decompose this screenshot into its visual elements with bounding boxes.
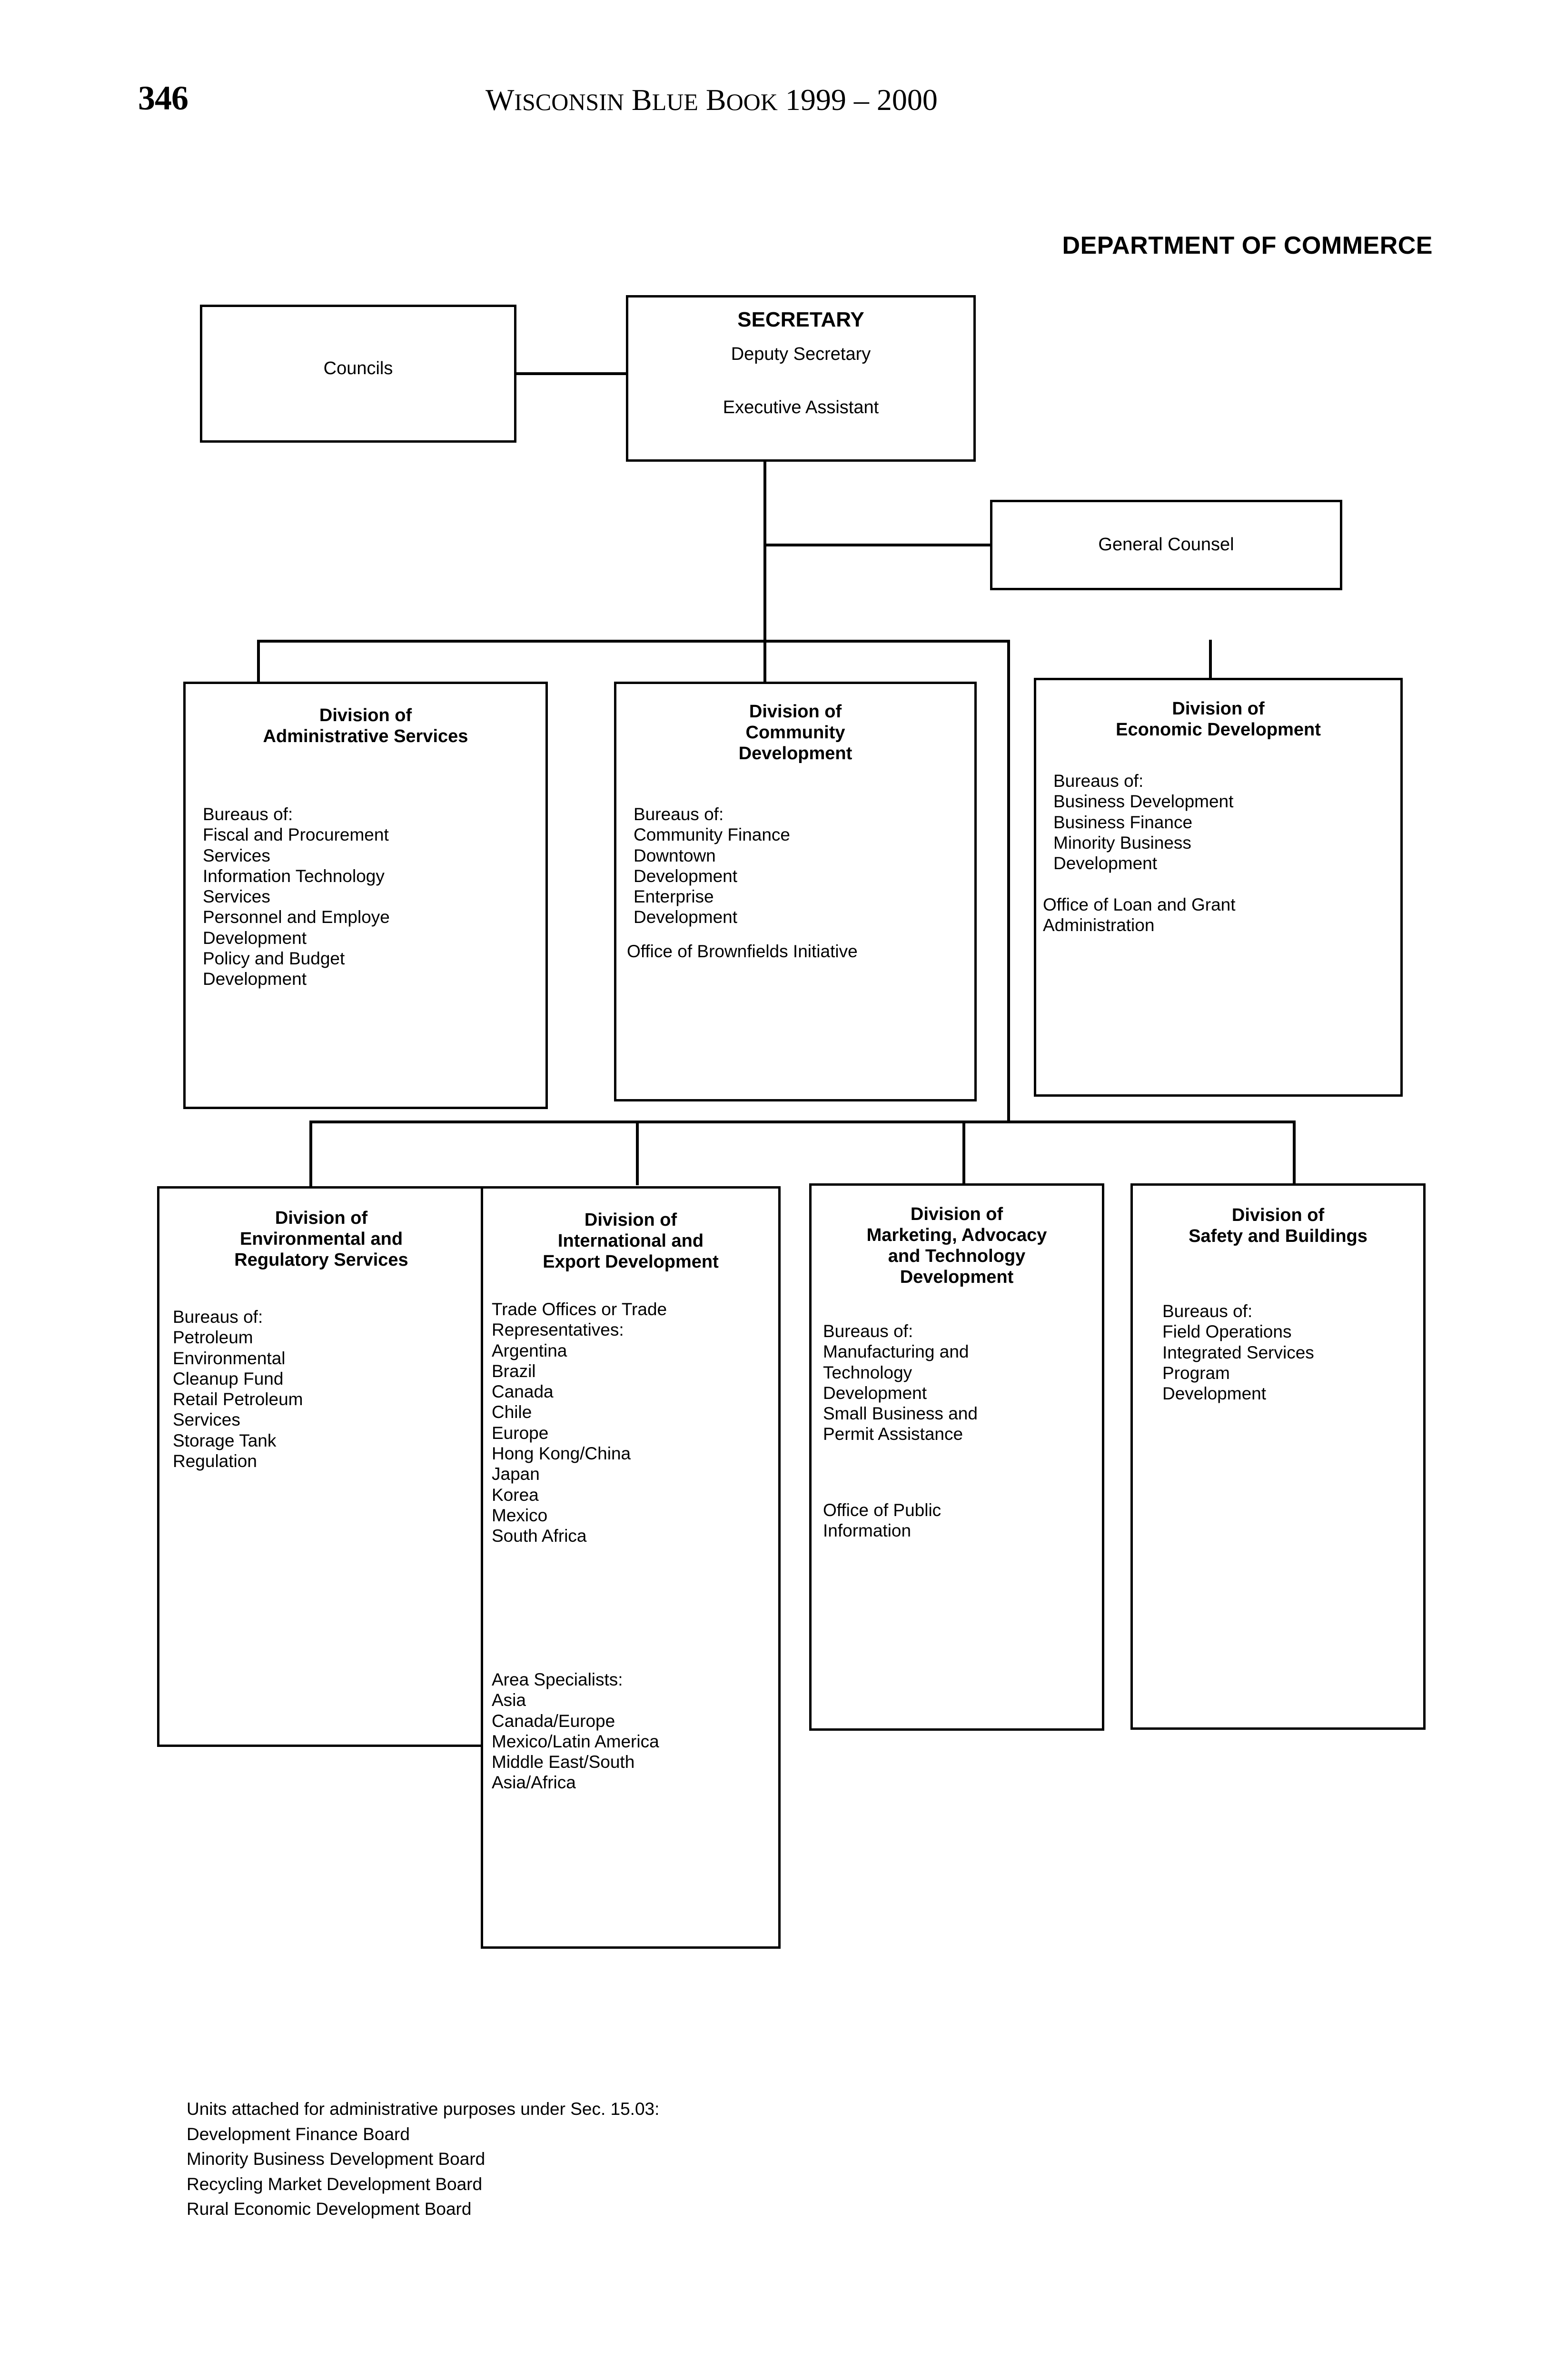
division-title: Division of Safety and Buildings [1189, 1205, 1368, 1247]
connector-trunk-row2 [1007, 640, 1010, 1123]
division-office: Office of Brownfields Initiative [627, 942, 858, 961]
connector-secretary-counsel [763, 544, 993, 546]
node-secretary-exec-assistant: Executive Assistant [723, 397, 879, 417]
division-body: Trade Offices or Trade Representatives: … [492, 1299, 667, 1546]
node-general-counsel[interactable]: General Counsel [990, 500, 1342, 590]
division-body: Bureaus of: Fiscal and Procurement Servi… [203, 804, 390, 989]
node-councils-label: Councils [323, 358, 393, 378]
connector-drop-safety [1293, 1121, 1296, 1185]
node-division-administrative-services[interactable]: Division of Administrative Services Bure… [183, 682, 548, 1109]
node-division-community-development[interactable]: Division of Community Development Bureau… [614, 682, 977, 1101]
node-division-economic-development[interactable]: Division of Economic Development Bureaus… [1034, 678, 1403, 1097]
connector-drop-economic [1209, 640, 1212, 681]
connector-drop-community [763, 640, 766, 684]
division-body: Bureaus of: Business Development Busines… [1053, 771, 1234, 873]
page-number: 346 [138, 79, 188, 117]
node-general-counsel-label: General Counsel [1098, 535, 1234, 555]
node-division-environmental-regulatory-services[interactable]: Division of Environmental and Regulatory… [157, 1186, 486, 1747]
running-title: WISCONSIN BLUE BOOK 1999 – 2000 [486, 83, 938, 117]
node-secretary-title: SECRETARY [737, 308, 864, 331]
attached-units-note: Units attached for administrative purpos… [187, 2099, 660, 2219]
connector-bus-row1 [257, 640, 1010, 643]
connector-drop-environ [309, 1121, 312, 1188]
connector-drop-internat [636, 1121, 639, 1185]
connector-councils-secretary [514, 372, 628, 375]
division-title: Division of International and Export Dev… [543, 1210, 719, 1272]
node-division-safety-and-buildings[interactable]: Division of Safety and Buildings Bureaus… [1130, 1183, 1426, 1730]
division-title: Division of Environmental and Regulatory… [234, 1208, 408, 1270]
division-body: Bureaus of: Field Operations Integrated … [1162, 1301, 1314, 1404]
division-office: Office of Public Information [823, 1500, 941, 1541]
division-body: Bureaus of: Petroleum Environmental Clea… [173, 1307, 303, 1471]
node-councils[interactable]: Councils [200, 305, 516, 443]
division-body: Bureaus of: Manufacturing and Technology… [823, 1321, 978, 1444]
division-title: Division of Administrative Services [263, 705, 468, 747]
division-title: Division of Marketing, Advocacy and Tech… [866, 1204, 1047, 1288]
division-body: Bureaus of: Community Finance Downtown D… [634, 804, 791, 927]
node-secretary-deputy: Deputy Secretary [731, 344, 871, 364]
department-title: DEPARTMENT OF COMMERCE [1062, 232, 1433, 259]
division-title: Division of Economic Development [1116, 699, 1321, 740]
connector-secretary-trunk [763, 402, 766, 643]
node-division-international-export-development[interactable]: Division of International and Export Dev… [481, 1186, 781, 1949]
connector-bus-row2 [309, 1121, 1296, 1123]
division-title: Division of Community Development [738, 702, 852, 764]
connector-drop-admin [257, 640, 260, 684]
division-office: Office of Loan and Grant Administration [1043, 895, 1236, 935]
node-secretary[interactable]: SECRETARY Deputy Secretary Executive Ass… [626, 295, 976, 462]
node-division-marketing-advocacy-technology-development[interactable]: Division of Marketing, Advocacy and Tech… [809, 1183, 1104, 1731]
connector-drop-marketing [962, 1121, 965, 1185]
division-area-specialists: Area Specialists: Asia Canada/Europe Mex… [492, 1670, 659, 1793]
